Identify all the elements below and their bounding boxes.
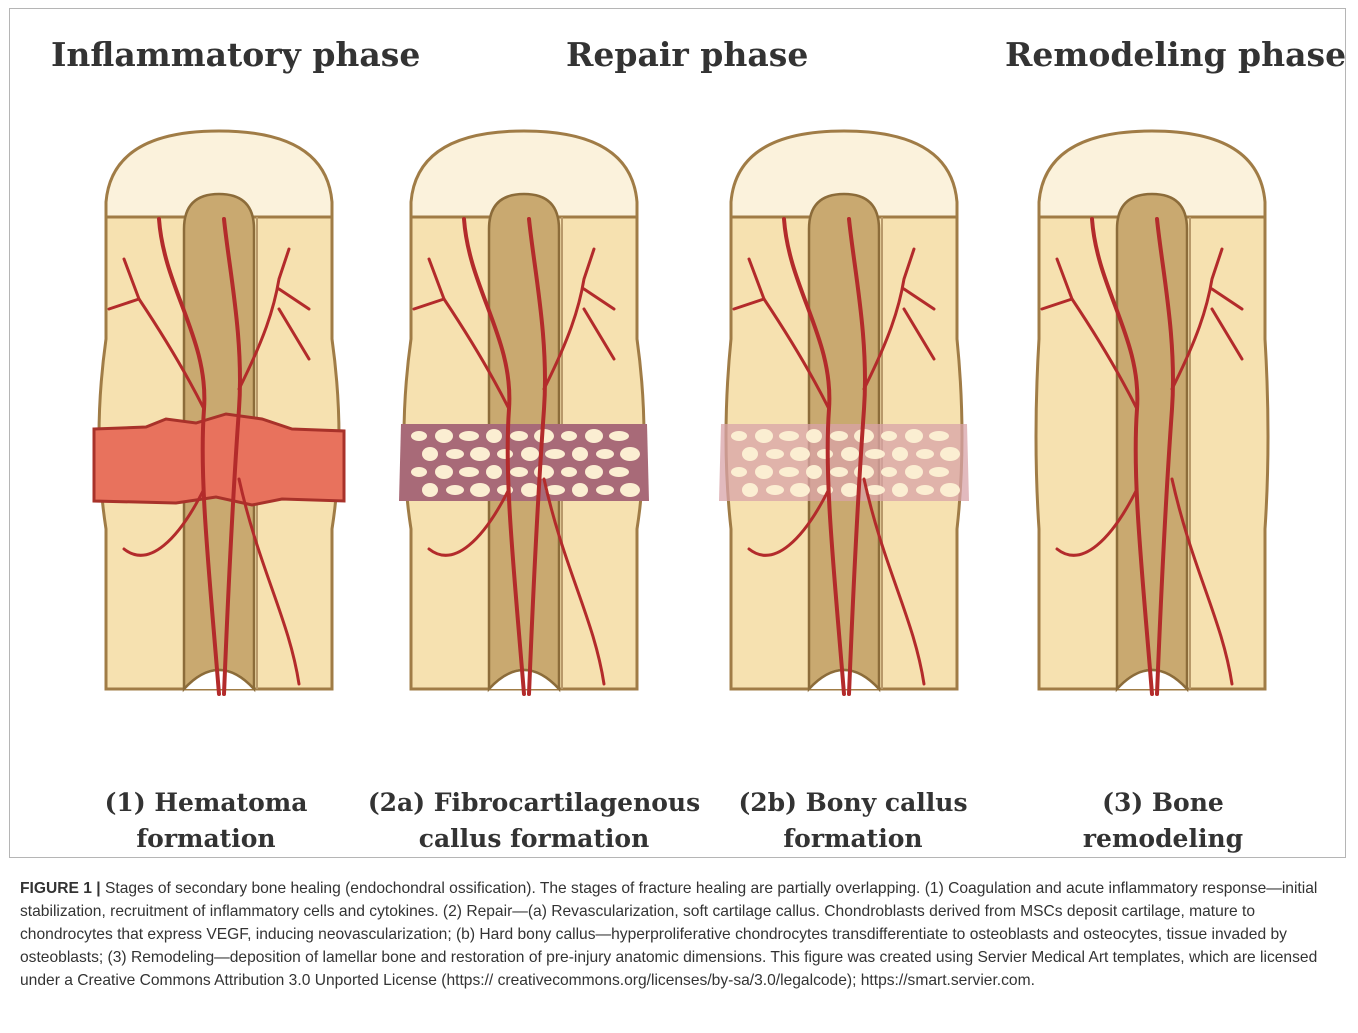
figure-frame: Inflammatory phase Repair phase Remodeli…: [9, 8, 1346, 858]
callus-pore: [755, 429, 773, 443]
bone-remodel: [1036, 131, 1268, 694]
stage-label-fibrocartilage: (2a) Fibrocartilagenous callus formation: [368, 785, 700, 857]
callus-pore: [790, 447, 810, 461]
callus-pore: [929, 467, 949, 477]
callus-pore: [534, 465, 554, 479]
bone-bony: [719, 131, 969, 694]
figure-caption: FIGURE 1 | Stages of secondary bone heal…: [20, 877, 1338, 992]
callus-pore: [731, 431, 747, 441]
callus-pore: [422, 447, 438, 461]
callus-pore: [841, 447, 859, 461]
callus-pore: [422, 483, 438, 497]
callus-pore: [620, 483, 640, 497]
callus-pore: [865, 449, 885, 459]
callus-pore: [596, 449, 614, 459]
bone-fibro: [399, 131, 649, 694]
callus-pore: [459, 467, 479, 477]
stage-label-line2: formation: [738, 821, 967, 857]
stage-label-line1: (2b) Bony callus: [738, 785, 967, 821]
callus-pore: [766, 449, 784, 459]
callus-pore: [742, 483, 758, 497]
callus-pore: [742, 447, 758, 461]
callus-pore: [446, 485, 464, 495]
stage-label-bony-callus: (2b) Bony callus formation: [738, 785, 967, 857]
callus-pore: [596, 485, 614, 495]
callus-pore: [806, 465, 822, 479]
stage-label-line2: formation: [105, 821, 308, 857]
callus-pore: [435, 465, 453, 479]
callus-pore: [892, 447, 908, 461]
callus-pore: [609, 431, 629, 441]
medullary-canal: [1117, 194, 1187, 689]
caption-text: Stages of secondary bone healing (endoch…: [20, 880, 1317, 989]
callus-pore: [854, 465, 874, 479]
stage-label-line2: remodeling: [1083, 821, 1243, 857]
callus-pore: [779, 467, 799, 477]
callus-pore: [510, 467, 528, 477]
callus-pore: [470, 447, 490, 461]
callus-pore: [731, 467, 747, 477]
callus-pore: [620, 447, 640, 461]
callus-pore: [755, 465, 773, 479]
callus-pore: [892, 483, 908, 497]
callus-pore: [779, 431, 799, 441]
callus-pore: [435, 429, 453, 443]
callus-pore: [572, 483, 588, 497]
callus-pore: [817, 449, 833, 459]
callus-pore: [497, 449, 513, 459]
callus-pore: [411, 431, 427, 441]
callus-pore: [521, 483, 539, 497]
callus-pore: [881, 467, 897, 477]
callus-pore: [470, 483, 490, 497]
callus-pore: [486, 429, 502, 443]
callus-pore: [905, 429, 923, 443]
callus-pore: [585, 429, 603, 443]
callus-pore: [929, 431, 949, 441]
callus-pore: [609, 467, 629, 477]
callus-pore: [411, 467, 427, 477]
bone-healing-illustration: [10, 9, 1347, 859]
callus-pore: [459, 431, 479, 441]
callus-pore: [486, 465, 502, 479]
callus-pore: [905, 465, 923, 479]
callus-pore: [881, 431, 897, 441]
callus-pore: [830, 467, 848, 477]
callus-pore: [521, 447, 539, 461]
stage-label-line1: (3) Bone: [1083, 785, 1243, 821]
callus-pore: [916, 449, 934, 459]
bone-hematoma: [94, 131, 344, 694]
stage-label-line1: (1) Hematoma: [105, 785, 308, 821]
callus-pore: [841, 483, 859, 497]
stage-label-line2: callus formation: [368, 821, 700, 857]
callus-pore: [940, 447, 960, 461]
callus-pore: [510, 431, 528, 441]
stage-label-line1: (2a) Fibrocartilagenous: [368, 785, 700, 821]
callus-pore: [446, 449, 464, 459]
stage-label-remodeling: (3) Bone remodeling: [1083, 785, 1243, 857]
callus-pore: [585, 465, 603, 479]
callus-pore: [545, 449, 565, 459]
callus-pore: [572, 447, 588, 461]
stage-label-hematoma: (1) Hematoma formation: [105, 785, 308, 857]
caption-label: FIGURE 1 |: [20, 880, 101, 897]
callus-pore: [561, 467, 577, 477]
callus-pore: [806, 429, 822, 443]
callus-pore: [766, 485, 784, 495]
callus-pore: [830, 431, 848, 441]
callus-pore: [916, 485, 934, 495]
callus-pore: [790, 483, 810, 497]
callus-pore: [940, 483, 960, 497]
callus-pore: [561, 431, 577, 441]
